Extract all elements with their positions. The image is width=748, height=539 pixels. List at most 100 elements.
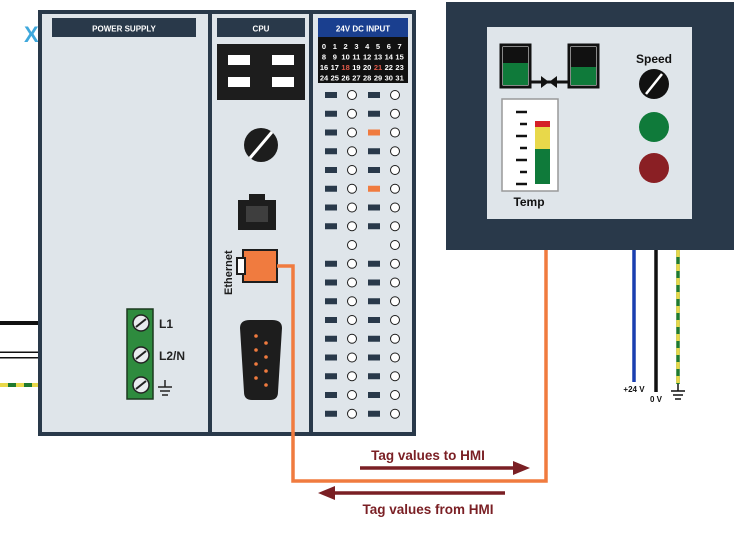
input-led xyxy=(325,129,337,136)
input-terminal xyxy=(390,202,400,213)
input-led xyxy=(368,260,380,267)
input-led xyxy=(368,392,380,398)
input-address-number: 4 xyxy=(365,42,370,51)
input-terminal xyxy=(347,183,357,194)
input-terminal xyxy=(390,240,400,250)
input-terminal xyxy=(390,221,400,232)
to-hmi-label: Tag values to HMI xyxy=(371,448,485,463)
input-terminal xyxy=(390,108,400,119)
temp-gauge: Temp xyxy=(501,98,559,209)
valve-icon xyxy=(541,76,549,88)
start-button[interactable] xyxy=(639,112,669,142)
input-led xyxy=(368,279,380,286)
input-led xyxy=(368,354,380,361)
from-hmi-label: Tag values from HMI xyxy=(362,502,493,517)
mode-selector-knob-icon[interactable] xyxy=(244,128,278,162)
input-address-number: 29 xyxy=(374,74,382,83)
input-led xyxy=(325,335,337,342)
input-terminal xyxy=(347,371,357,382)
input-led xyxy=(325,167,337,173)
display-segment xyxy=(228,77,250,87)
power-supply-module: POWER SUPPLY L1 L2/N xyxy=(52,18,196,400)
input-led xyxy=(325,392,337,398)
input-led-active xyxy=(368,129,380,136)
hmi-supply-wires: +24 V 0 V xyxy=(623,250,685,404)
cpu-header xyxy=(217,18,305,37)
input-terminal xyxy=(390,315,400,325)
input-led xyxy=(325,260,337,267)
input-led xyxy=(325,373,337,380)
input-terminal xyxy=(390,408,400,419)
input-led xyxy=(325,317,337,323)
input-terminal xyxy=(347,352,357,363)
input-address-number: 15 xyxy=(395,53,403,62)
stop-button[interactable] xyxy=(639,153,669,183)
cpu-display xyxy=(217,44,305,100)
temp-level-red xyxy=(535,121,550,127)
input-address-number: 31 xyxy=(395,74,403,83)
terminal-label-l2n: L2/N xyxy=(159,349,185,363)
display-segment xyxy=(228,55,250,65)
temp-gauge-ticks xyxy=(516,110,527,186)
input-address-number: 3 xyxy=(354,42,358,51)
input-address-number: 11 xyxy=(352,53,360,62)
temp-level-green xyxy=(535,149,550,184)
input-led xyxy=(368,92,380,98)
input-terminal xyxy=(347,202,357,213)
input-led xyxy=(368,410,380,417)
arrow-right-icon xyxy=(513,461,530,475)
input-led xyxy=(325,354,337,361)
input-terminal xyxy=(347,221,357,232)
speed-knob-icon[interactable] xyxy=(639,69,669,99)
ethernet-port-icon[interactable] xyxy=(236,249,278,283)
input-led xyxy=(368,167,380,173)
tank-left-top xyxy=(503,47,528,63)
input-address-number: 20 xyxy=(363,63,371,72)
serial-port-icon[interactable] xyxy=(240,320,282,400)
input-led xyxy=(325,92,337,98)
input-address-number: 7 xyxy=(398,42,402,51)
terminal-screw-l2n[interactable] xyxy=(132,346,150,364)
input-address-number: 10 xyxy=(341,53,349,62)
terminal-screw-l1[interactable] xyxy=(132,314,150,332)
input-terminal xyxy=(347,277,357,288)
arrow-left-icon xyxy=(318,486,335,500)
input-address-number: 25 xyxy=(331,74,339,83)
cpu-module: CPU Ethernet xyxy=(217,18,305,400)
tank-left-level xyxy=(503,63,528,85)
input-address-number: 2 xyxy=(344,42,348,51)
input-terminal xyxy=(347,333,357,344)
input-terminal xyxy=(347,390,357,400)
input-terminal xyxy=(390,146,400,157)
input-terminal xyxy=(390,352,400,363)
rj45-port-icon[interactable] xyxy=(238,194,276,230)
input-address-number: 8 xyxy=(322,53,326,62)
input-address-number: 1 xyxy=(333,42,337,51)
input-led xyxy=(325,148,337,155)
temp-label: Temp xyxy=(513,195,544,209)
input-address-number: 12 xyxy=(363,53,371,62)
input-address-number: 14 xyxy=(385,53,394,62)
ground-icon xyxy=(158,380,172,396)
input-terminal xyxy=(390,127,400,138)
input-led xyxy=(325,204,337,211)
input-led xyxy=(325,110,337,117)
input-terminal xyxy=(390,258,400,269)
input-led xyxy=(368,335,380,342)
input-led xyxy=(325,410,337,417)
input-address-number: 30 xyxy=(385,74,393,83)
valve-graphic xyxy=(499,43,600,89)
input-led xyxy=(325,279,337,286)
terminal-screw-ground[interactable] xyxy=(132,376,150,394)
input-address-number: 16 xyxy=(320,63,328,72)
input-terminal xyxy=(347,408,357,419)
input-led xyxy=(368,298,380,305)
input-address-number: 0 xyxy=(322,42,326,51)
input-terminal xyxy=(390,165,400,175)
input-address-number: 27 xyxy=(352,74,360,83)
input-led xyxy=(368,148,380,155)
display-segment xyxy=(272,77,294,87)
input-address-number: 22 xyxy=(385,63,393,72)
